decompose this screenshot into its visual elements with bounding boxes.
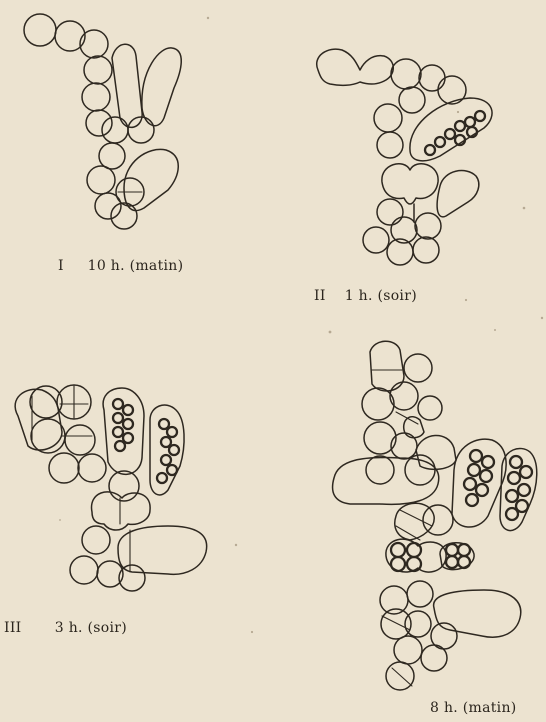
figure-4-caption: 8 h. (matin) [430, 700, 517, 716]
figure-1-cell-cluster [24, 14, 181, 229]
figure-1-time: 10 h. (matin) [88, 258, 184, 274]
figure-1-caption: I 10 h. (matin) [58, 258, 183, 274]
figure-4-time: 8 h. (matin) [430, 700, 517, 716]
figure-2-numeral: II [314, 288, 326, 304]
figure-3-time: 3 h. (soir) [55, 620, 127, 636]
figure-4-cell-cluster [333, 341, 537, 690]
paper-specks [59, 17, 543, 633]
figure-3-caption: III 3 h. (soir) [4, 620, 127, 636]
figure-3-cell-cluster [15, 385, 207, 591]
figure-1-numeral: I [58, 258, 64, 274]
figure-2-cell-cluster [317, 49, 492, 265]
figure-2-caption: II 1 h. (soir) [314, 288, 417, 304]
figure-3-numeral: III [4, 620, 22, 636]
figure-2-time: 1 h. (soir) [345, 288, 417, 304]
